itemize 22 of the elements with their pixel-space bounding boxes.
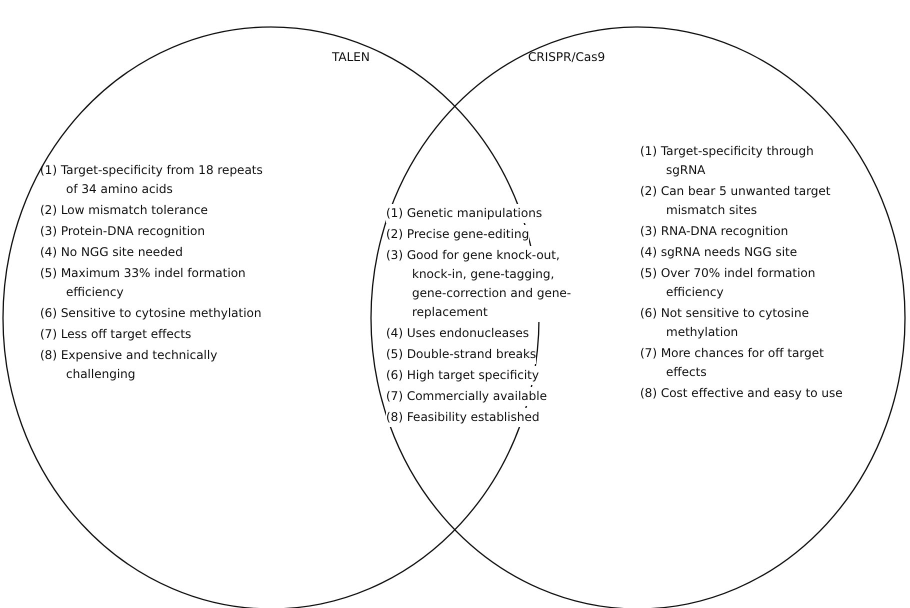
list-item: (6) Not sensitive to cytosine methylation	[640, 305, 810, 341]
list-item: (7) Less off target effects	[40, 326, 192, 343]
circle-title: CRISPR/Cas9	[528, 50, 606, 64]
list-item: (8) Expensive and technically challenging	[40, 347, 218, 383]
list-item: (1) Target-specificity through sgRNA	[640, 143, 815, 179]
list-item: (3) Protein-DNA recognition	[40, 223, 206, 240]
list-item: (2) Precise gene-editing	[386, 225, 530, 244]
list-item: (8) Feasibility established	[386, 408, 540, 427]
list-item: (4) No NGG site needed	[40, 244, 184, 261]
list-item: (6) Sensitive to cytosine methylation	[40, 305, 262, 322]
circle-title: TALEN	[332, 50, 370, 64]
list-item: (5) Maximum 33% indel formation efficiency	[40, 265, 247, 301]
list-item: (2) Low mismatch tolerance	[40, 202, 209, 219]
list-item: (1) Genetic manipulations	[386, 204, 542, 223]
list-item: (2) Can bear 5 unwanted target mismatch sites	[640, 183, 832, 219]
list-item: (8) Cost effective and easy to use	[640, 385, 844, 402]
list-item: (5) Over 70% indel formation efficiency	[640, 265, 816, 301]
list-item: (3) RNA-DNA recognition	[640, 223, 790, 240]
list-item: (4) sgRNA needs NGG site	[640, 244, 798, 261]
list-item: (7) Commercially available	[386, 387, 547, 406]
list-item: (6) High target specificity	[386, 366, 539, 385]
list-item: (7) More chances for off target effects	[640, 345, 825, 381]
